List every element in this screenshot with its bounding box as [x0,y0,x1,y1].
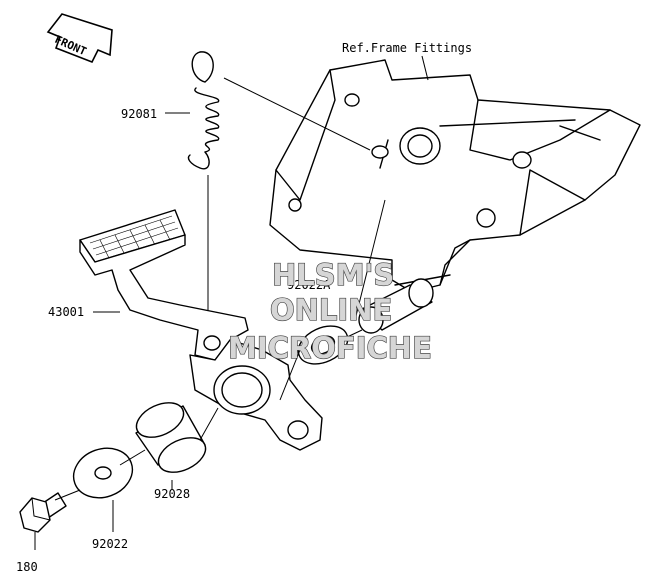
label-92028: 92028 [154,487,190,501]
pivot-shaft [358,278,434,334]
washer-92022 [72,447,134,499]
watermark: HLSM'S ONLINE MICROFICHE [227,257,432,365]
leader-lines [34,55,429,550]
washer-92022a [297,325,349,365]
label-ref-frame-fittings: Ref.Frame Fittings [342,41,472,55]
watermark-line-3: MICROFICHE [228,331,432,365]
label-43001: 43001 [48,305,84,319]
watermark-line-1: HLSM'S [272,258,394,292]
brake-pedal [79,209,323,451]
collar-92028 [135,402,207,473]
label-180: 180 [16,560,38,574]
front-arrow-icon: FRONT [46,13,113,64]
frame-fittings-bracket [269,59,641,293]
label-92022a: 92022A [287,278,331,292]
return-spring [187,51,371,320]
watermark-line-2: ONLINE [270,293,392,327]
bolt-180 [19,492,67,533]
label-92081: 92081 [121,107,157,121]
label-92022: 92022 [92,537,128,551]
